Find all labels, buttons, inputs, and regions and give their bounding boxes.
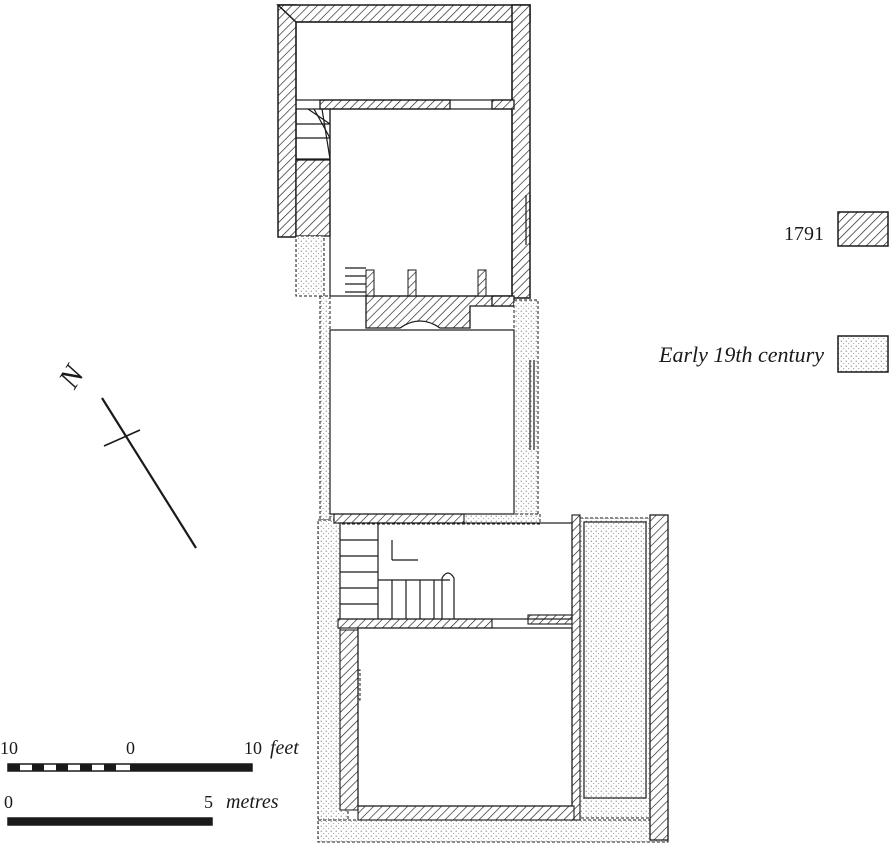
legend-swatch-hatched — [837, 211, 889, 247]
legend-label-1791: 1791 — [784, 223, 824, 245]
wall-1791-cross-b — [491, 99, 515, 110]
wall-1791-south — [365, 295, 513, 329]
wall-1791-west — [277, 4, 297, 238]
legend-swatch-stippled — [837, 335, 889, 373]
scale-bar-feet: 10 0 10 feet — [0, 737, 299, 772]
wall-1791-pier — [491, 295, 515, 307]
scale-bar-metres: 0 5 metres — [4, 791, 279, 826]
scale-metres-unit: metres — [226, 791, 279, 813]
wall-1791-north — [276, 4, 531, 23]
walls-1791 — [276, 4, 531, 329]
rooms-early-19th — [329, 329, 647, 807]
legend-label-early-19th: Early 19th century — [658, 342, 824, 367]
scale-feet-unit: feet — [270, 737, 299, 759]
north-label: N — [52, 358, 92, 395]
wall-1791-cross — [319, 99, 451, 110]
scale-feet-right-label: 10 — [244, 738, 262, 758]
legend: 1791 Early 19th century — [658, 211, 889, 373]
wall-1791-east — [511, 4, 531, 299]
scale-feet-left-label: 10 — [0, 738, 18, 758]
scale-metres-right-label: 5 — [204, 792, 213, 812]
wall-1791-sw — [295, 159, 331, 237]
scale-metres-left-label: 0 — [4, 792, 13, 812]
scale-feet-mid-label: 0 — [126, 738, 135, 758]
rooms-1791 — [295, 21, 531, 297]
north-arrow: N — [52, 358, 197, 549]
walls-lower-hatched — [333, 513, 669, 841]
